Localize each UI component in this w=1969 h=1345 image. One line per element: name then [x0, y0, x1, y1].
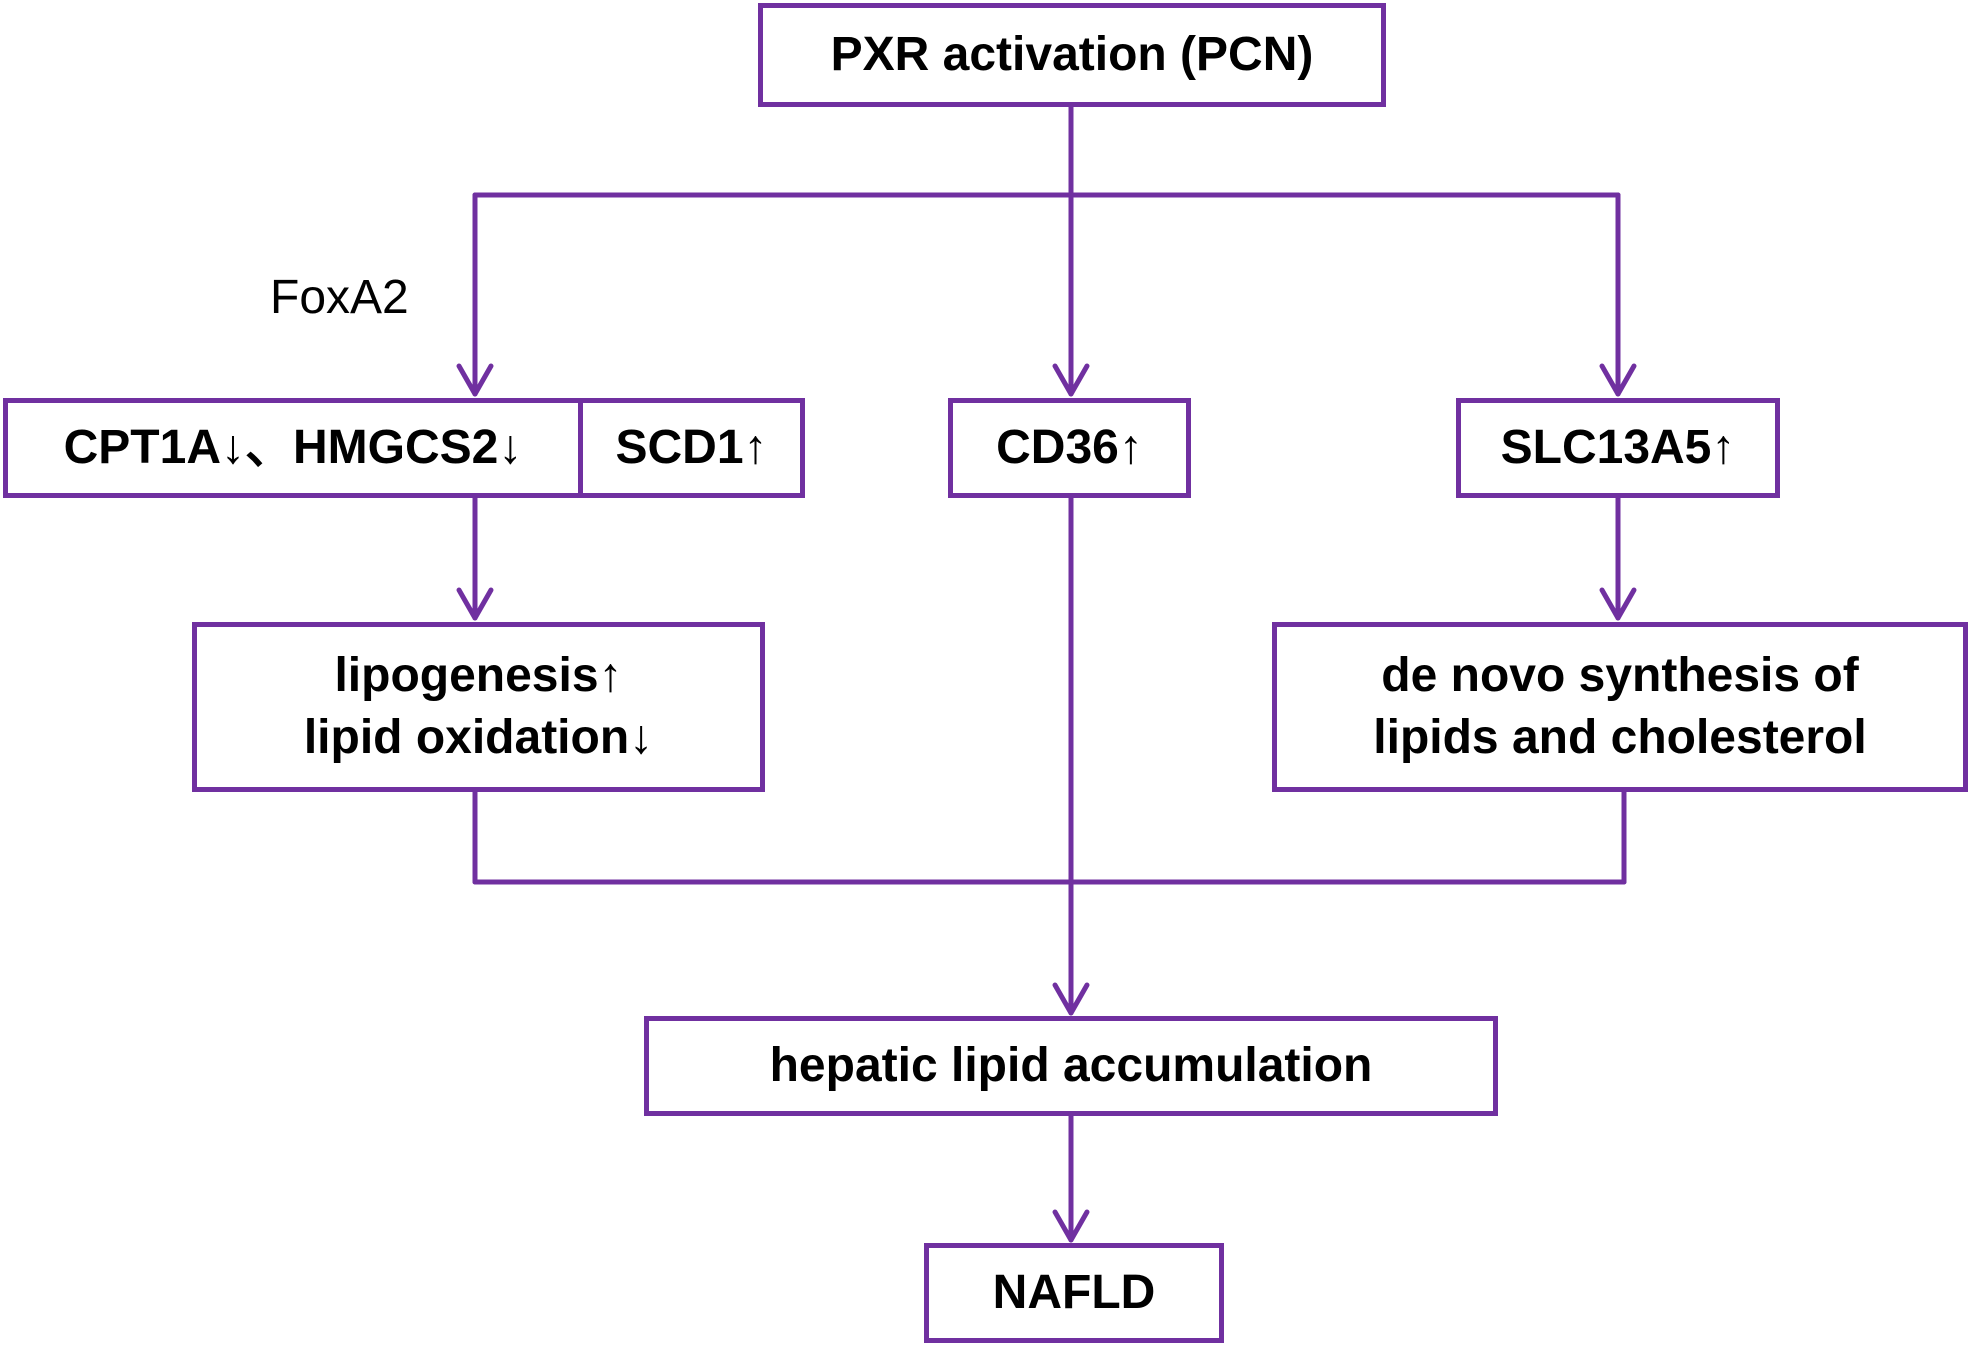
- arrowhead-cpt1a: [456, 363, 494, 397]
- arrowhead-slc13a5: [1599, 363, 1637, 397]
- cd36-text: CD36↑: [996, 420, 1143, 474]
- slc13a5-text: SLC13A5↑: [1500, 420, 1736, 474]
- hepatic-lipid-accumulation-text: hepatic lipid accumulation: [769, 1038, 1373, 1092]
- cd36-box: CD36↑: [948, 398, 1191, 498]
- arrowhead-cd36: [1052, 363, 1090, 397]
- nafld-box: NAFLD: [924, 1243, 1224, 1343]
- lipogenesis-box: lipogenesis↑ lipid oxidation↓: [192, 622, 765, 792]
- cpt1a-hmgcs2-text: CPT1A↓、HMGCS2↓: [63, 420, 523, 474]
- slc13a5-box: SLC13A5↑: [1456, 398, 1780, 498]
- scd1-text: SCD1↑: [615, 420, 768, 474]
- pxr-activation-text: PXR activation (PCN): [830, 27, 1314, 81]
- lipogenesis-text: lipogenesis↑: [334, 648, 623, 702]
- arrowhead-nafld: [1052, 1209, 1090, 1243]
- arrowhead-accumulation: [1052, 982, 1090, 1016]
- lipid-oxidation-text: lipid oxidation↓: [303, 711, 654, 764]
- scd1-box: SCD1↑: [578, 398, 805, 498]
- pxr-activation-box: PXR activation (PCN): [758, 3, 1386, 107]
- arrowhead-denovo: [1599, 587, 1637, 621]
- lipids-cholesterol-text: lipids and cholesterol: [1373, 711, 1867, 764]
- foxa2-label: FoxA2: [270, 271, 409, 324]
- de-novo-synthesis-text: de novo synthesis of: [1381, 648, 1859, 702]
- cpt1a-hmgcs2-box: CPT1A↓、HMGCS2↓: [3, 398, 583, 498]
- hepatic-lipid-accumulation-box: hepatic lipid accumulation: [644, 1016, 1498, 1116]
- arrowhead-lipogenesis: [456, 587, 494, 621]
- de-novo-synthesis-box: de novo synthesis of lipids and choleste…: [1272, 622, 1968, 792]
- nafld-text: NAFLD: [992, 1265, 1156, 1319]
